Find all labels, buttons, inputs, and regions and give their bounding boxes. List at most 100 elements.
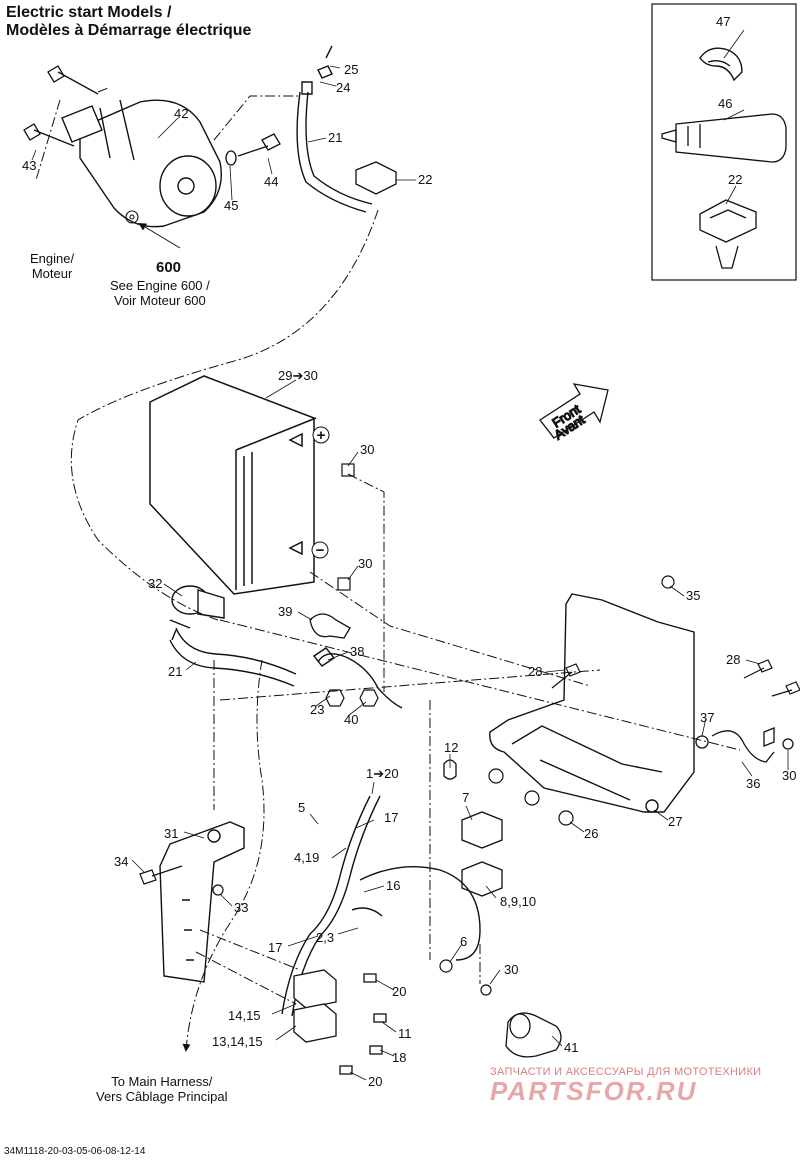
engine-note: Engine/ Moteur <box>30 236 74 296</box>
engine-ref-number: 600 <box>156 259 182 276</box>
bolts-43 <box>23 65 99 147</box>
callout-41: 41 <box>564 1040 578 1055</box>
callout-6: 6 <box>460 934 467 949</box>
callout-8-9-10: 8,9,10 <box>500 894 536 909</box>
nuts-23-40 <box>325 689 379 707</box>
plus-symbol: + <box>317 427 326 444</box>
title-line-2: Modèles à Démarrage électrique <box>6 22 252 39</box>
fuse-box <box>293 969 387 1075</box>
callout-34: 34 <box>114 854 128 869</box>
grease-tube-46 <box>661 113 787 163</box>
terminal-boot-39 <box>309 613 351 639</box>
accessory-inset-box <box>651 3 797 281</box>
callout-32: 32 <box>148 576 162 591</box>
callout-22: 22 <box>418 172 432 187</box>
callout-35: 35 <box>686 588 700 603</box>
callout-38: 38 <box>350 644 364 659</box>
callout-45: 45 <box>224 198 238 213</box>
callout-47: 47 <box>716 14 730 29</box>
callout-30-a: 30 <box>360 442 374 457</box>
callout-20-b: 20 <box>368 1074 382 1089</box>
callout-20-a: 20 <box>392 984 406 999</box>
battery-29 <box>149 375 317 595</box>
callout-28-b: 28 <box>726 652 740 667</box>
callout-26: 26 <box>584 826 598 841</box>
minus-symbol: − <box>316 542 325 559</box>
callout-leaders <box>31 29 789 1081</box>
watermark-logo: PARTSFOR.RU <box>490 1076 698 1106</box>
front-direction-arrow: Front Avant <box>539 383 609 443</box>
relay-socket-8-9-10 <box>461 861 503 897</box>
callout-29-30: 29➔30 <box>278 368 318 383</box>
cable-21-lower <box>169 627 297 687</box>
callout-25: 25 <box>344 62 358 77</box>
callout-5: 5 <box>298 800 305 815</box>
grommets-26 <box>488 768 574 826</box>
callout-17-b: 17 <box>268 940 282 955</box>
callout-23: 23 <box>310 702 324 717</box>
callout-42: 42 <box>174 106 188 121</box>
battery-polarity-marks: + − <box>311 426 330 559</box>
callout-36: 36 <box>746 776 760 791</box>
solenoid-32 <box>169 585 225 641</box>
callout-17-a: 17 <box>384 810 398 825</box>
callout-2-3: 2,3 <box>316 930 334 945</box>
callout-46: 46 <box>718 96 732 111</box>
engine-leader-arrow <box>138 222 181 249</box>
cable-36-washer-37 <box>695 727 794 763</box>
callout-14-15: 14,15 <box>228 1008 261 1023</box>
callout-31: 31 <box>164 826 178 841</box>
callout-33: 33 <box>234 900 248 915</box>
ground-washer-6 <box>439 959 492 996</box>
wiring-harness-17 <box>281 795 481 1017</box>
diagram-title: Electric start Models / Modèles à Démarr… <box>6 4 251 40</box>
relay-7 <box>443 759 503 849</box>
callout-22-inset: 22 <box>728 172 742 187</box>
watermark-tagline: ЗАПЧАСТИ И АКСЕССУАРЫ ДЛЯ МОТОТЕХНИКИ <box>490 1066 762 1078</box>
callout-39: 39 <box>278 604 292 619</box>
watermark: ЗАПЧАСТИ И АКСЕССУАРЫ ДЛЯ МОТОТЕХНИКИ PA… <box>490 1066 790 1107</box>
callout-18: 18 <box>392 1050 406 1065</box>
drawing-code: 34M1118-20-03-05-06-08-12-14 <box>4 1146 146 1157</box>
title-line-1: Electric start Models / <box>6 4 172 21</box>
callout-28-a: 28 <box>528 664 542 679</box>
assembly-guide-lines <box>35 87 741 1005</box>
bracket-31 <box>159 821 245 983</box>
clip-part-47 <box>699 47 743 82</box>
clip-part-22 <box>355 161 397 195</box>
callout-40: 40 <box>344 712 358 727</box>
see-engine-note: See Engine 600 / Voir Moteur 600 <box>110 278 210 308</box>
bolt-34-nut-33 <box>139 865 224 896</box>
callout-24: 24 <box>336 80 350 95</box>
callout-4-19: 4,19 <box>294 850 319 865</box>
clip-part-22-inset <box>699 199 757 269</box>
callout-7: 7 <box>462 790 469 805</box>
engine-washer <box>125 210 139 224</box>
callout-37: 37 <box>700 710 714 725</box>
callout-labels: 47 46 22 25 24 21 22 42 43 44 45 29➔30 3… <box>22 14 796 1089</box>
engine-label: Engine/ Moteur <box>30 251 75 281</box>
callout-16: 16 <box>386 878 400 893</box>
callout-30-d: 30 <box>504 962 518 977</box>
callout-11: 11 <box>398 1026 412 1041</box>
callout-27: 27 <box>668 814 682 829</box>
cable-21-top <box>296 45 373 213</box>
callout-30-c: 30 <box>782 768 796 783</box>
power-outlet-41 <box>505 1012 562 1058</box>
callout-21-top: 21 <box>328 130 342 145</box>
callout-21-lower: 21 <box>168 664 182 679</box>
bolt-44-washer-45 <box>225 133 281 166</box>
callout-13-14-15: 13,14,15 <box>212 1034 263 1049</box>
callout-1-20: 1➔20 <box>366 766 399 781</box>
main-harness-arrow <box>182 659 265 1052</box>
callout-43: 43 <box>22 158 36 173</box>
to-main-harness-note: To Main Harness/ Vers Câblage Principal <box>96 1074 228 1104</box>
callout-44: 44 <box>264 174 278 189</box>
callout-30-b: 30 <box>358 556 372 571</box>
terminal-nuts-30 <box>337 463 355 591</box>
battery-tray <box>489 593 695 813</box>
bolts-28-35 <box>551 575 800 697</box>
callout-12: 12 <box>444 740 458 755</box>
